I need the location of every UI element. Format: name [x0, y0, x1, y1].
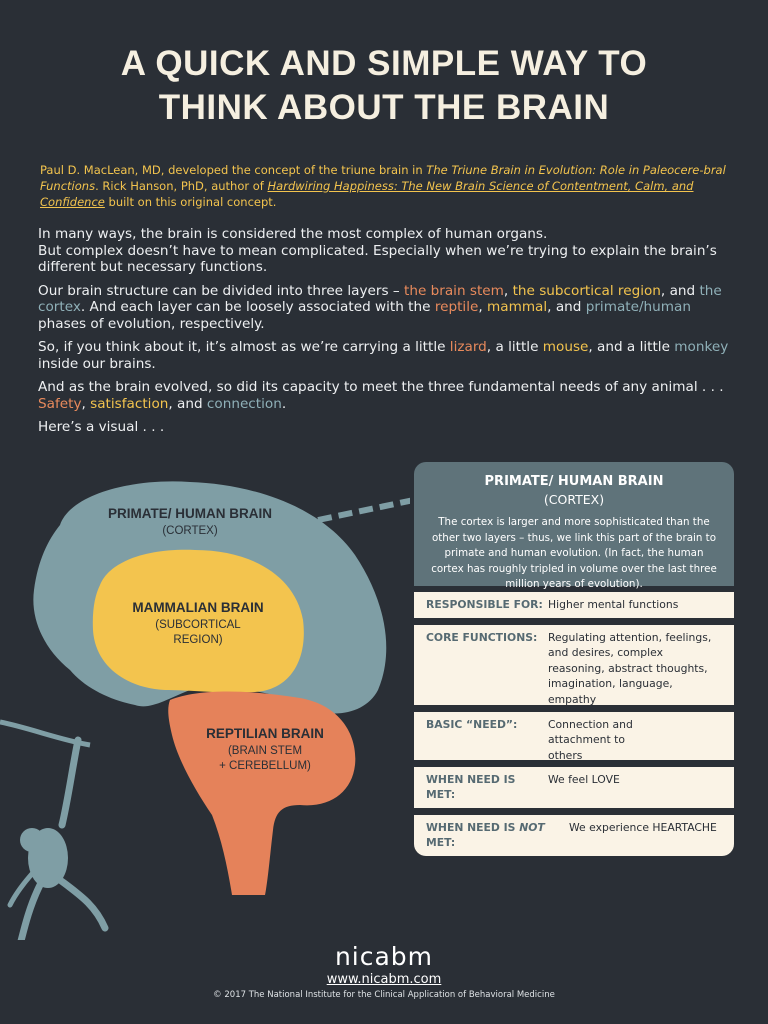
paragraph-3: So, if you think about it, it’s almost a… [38, 339, 738, 372]
mammal-sub-line: REGION) [173, 634, 223, 646]
text: , and [660, 282, 700, 299]
text: So, if you think about it, it’s almost a… [38, 339, 450, 355]
paragraph-4: And as the brain evolved, so did its cap… [38, 379, 738, 412]
mammal-label: MAMMALIAN BRAIN (SUBCORTICAL REGION) [100, 600, 296, 648]
row-key: WHEN NEED IS NOT MET: [426, 820, 569, 851]
reptile-label: REPTILIAN BRAIN (BRAIN STEM + CEREBELLUM… [180, 726, 350, 774]
reptile-term: reptile [434, 299, 479, 315]
row-key: BASIC “NEED”: [426, 717, 518, 731]
panel-subtitle: (CORTEX) [543, 492, 605, 507]
copyright-text: © 2017 The National Institute for the Cl… [213, 990, 555, 1000]
subcortical-term: the subcortical region [512, 282, 661, 299]
info-row-responsible: RESPONSIBLE FOR: Higher mental functions [414, 592, 734, 618]
info-row-need-not-met: WHEN NEED IS NOT MET: We experience HEAR… [414, 814, 734, 856]
nicabm-logo: nicabm [334, 942, 434, 971]
paragraph-2: Our brain structure can be divided into … [38, 283, 738, 333]
book-title-2-link[interactable]: Hardwiring Happiness: The New Brain Scie… [40, 179, 694, 209]
cortex-label-sub: (CORTEX) [162, 525, 218, 537]
info-row-basic-need: BASIC “NEED”: Connection and attachment … [414, 711, 734, 762]
reptile-sub-line: (BRAIN STEM [227, 745, 303, 757]
text: In many ways, the brain is considered th… [38, 226, 548, 242]
text: Our brain structure can be divided into … [38, 282, 404, 299]
paragraph-5: Here’s a visual . . . [38, 419, 165, 435]
text: . And each layer can be loosely associat… [80, 299, 435, 315]
brain-diagram [0, 481, 410, 940]
mammal-term: mammal [487, 299, 548, 315]
text: But complex doesn’t have to mean complic… [38, 242, 717, 276]
cortex-term: the cortex [38, 282, 722, 316]
info-row-core-functions: CORE FUNCTIONS: Regulating attention, fe… [414, 624, 734, 706]
monkey-icon [0, 719, 109, 940]
text: . [281, 395, 287, 412]
text: , [503, 282, 513, 299]
text: , and [168, 395, 207, 412]
mammal-sub-line: (SUBCORTICAL [155, 619, 241, 631]
row-key: RESPONSIBLE FOR: [426, 598, 543, 611]
row-value: Connection and attachment to others [548, 717, 633, 762]
safety-term: Safety [38, 395, 82, 412]
row-value: Higher mental functions [548, 598, 679, 611]
primate-term: primate/human [585, 299, 691, 315]
cortex-label-name: PRIMATE/ HUMAN BRAIN [108, 506, 272, 521]
text: , and a little [588, 339, 675, 355]
row-key-emphasis: NOT [519, 820, 545, 834]
row-key: WHEN NEED IS MET: [426, 772, 516, 802]
reptile-sub-line: + CEREBELLUM) [219, 760, 311, 772]
mammal-label-name: MAMMALIAN BRAIN [132, 600, 264, 615]
credit-part: Paul D. MacLean, MD, developed the conce… [40, 163, 427, 177]
lizard-term: lizard [449, 339, 487, 355]
title-line-1: A QUICK AND SIMPLE WAY TO [120, 44, 648, 83]
paragraph-1: In many ways, the brain is considered th… [38, 226, 738, 276]
cortex-label: PRIMATE/ HUMAN BRAIN (CORTEX) [80, 506, 300, 539]
reptile-label-sub: (BRAIN STEM + CEREBELLUM) [180, 744, 350, 774]
credit-text: Paul D. MacLean, MD, developed the conce… [40, 162, 730, 210]
row-key: CORE FUNCTIONS: [426, 630, 538, 644]
mouse-term: mouse [542, 339, 589, 355]
panel-title: PRIMATE/ HUMAN BRAIN [484, 474, 664, 489]
row-value: We experience HEARTACHE [569, 820, 717, 834]
panel-header: PRIMATE/ HUMAN BRAIN (CORTEX) The cortex… [414, 462, 734, 590]
monkey-term: monkey [674, 339, 729, 355]
panel-description: The cortex is larger and more sophistica… [431, 516, 717, 590]
title-line-2: THINK ABOUT THE BRAIN [158, 88, 610, 127]
mammal-label-sub: (SUBCORTICAL REGION) [100, 618, 296, 648]
info-row-need-met: WHEN NEED IS MET: We feel LOVE [414, 766, 734, 808]
text: , a little [486, 339, 543, 355]
satisfaction-term: satisfaction [90, 395, 169, 412]
text: phases of evolution, respectively. [38, 315, 265, 332]
website-link[interactable]: www.nicabm.com [326, 972, 442, 987]
row-key-part: MET: [426, 836, 456, 849]
reptile-label-name: REPTILIAN BRAIN [206, 726, 324, 741]
text: inside our brains. [38, 355, 156, 372]
credit-part: built on this original concept. [104, 195, 277, 209]
connector-line [317, 497, 410, 523]
row-key-part: WHEN NEED IS [426, 820, 520, 834]
brain-stem-term: the brain stem [404, 282, 504, 299]
reptile-shape [168, 691, 356, 895]
text: , [478, 299, 487, 315]
row-value: We feel LOVE [548, 772, 620, 786]
text: And as the brain evolved, so did its cap… [38, 379, 724, 395]
intro-body: In many ways, the brain is considered th… [38, 226, 738, 443]
book-title-1: The Triune Brain in Evolution: Role in P… [40, 163, 726, 193]
text: , and [547, 299, 586, 315]
page-title: A QUICK AND SIMPLE WAY TO THINK ABOUT TH… [0, 42, 768, 130]
row-value: Regulating attention, feelings, and desi… [548, 630, 712, 706]
credit-part: . Rick Hanson, PhD, author of [95, 179, 268, 193]
cortex-info-panel: PRIMATE/ HUMAN BRAIN (CORTEX) The cortex… [414, 462, 734, 856]
connection-term: connection [206, 395, 282, 412]
text: , [81, 395, 91, 412]
mammal-shape [92, 549, 304, 693]
